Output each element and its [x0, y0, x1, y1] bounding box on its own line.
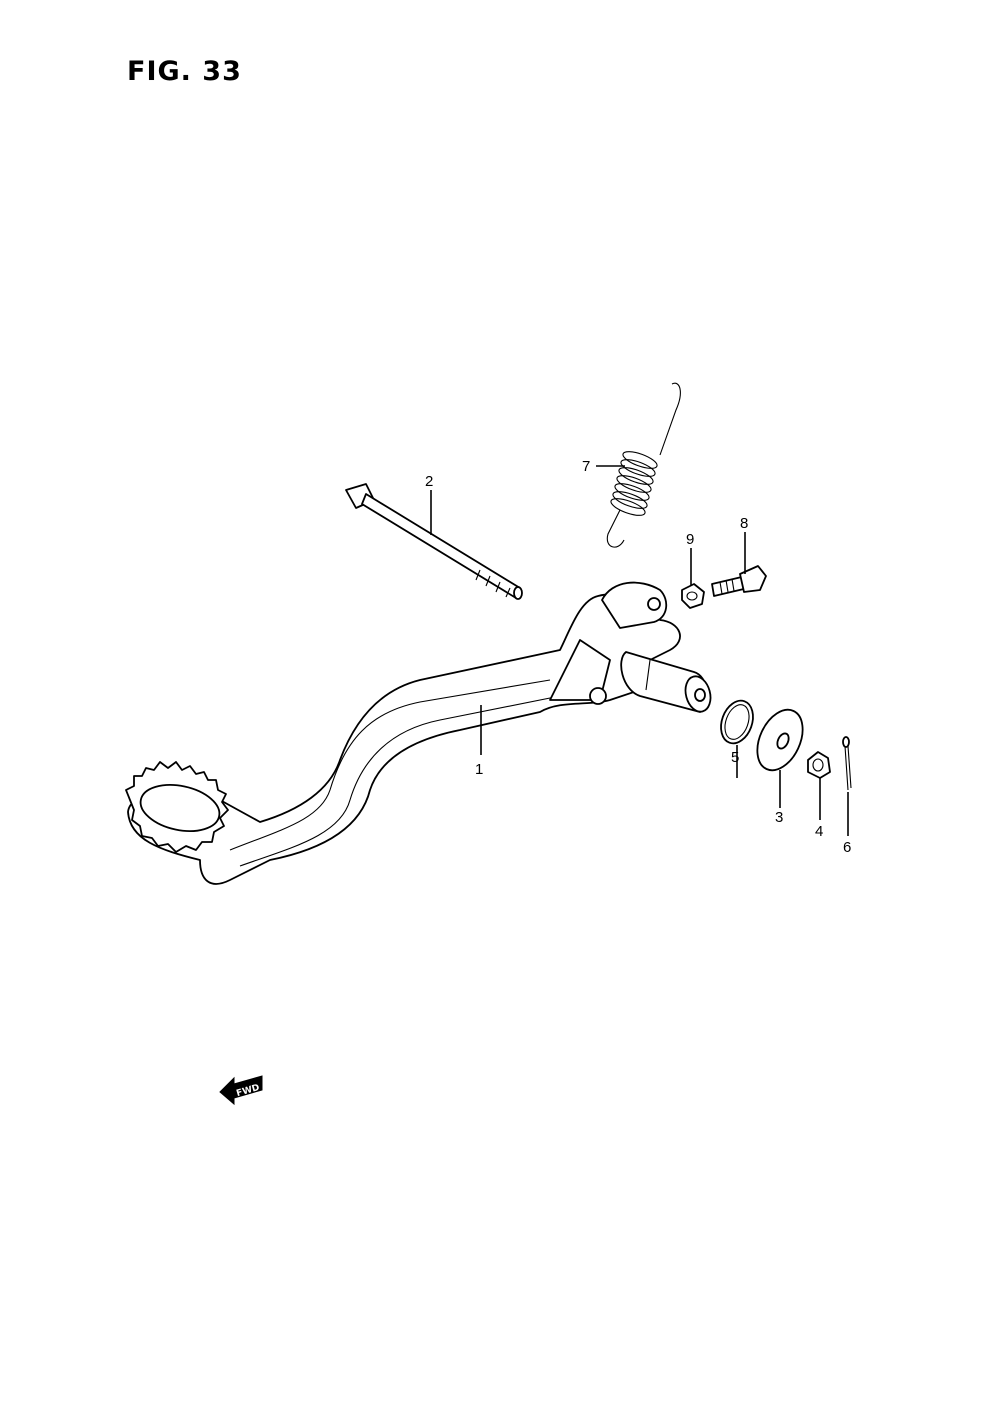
callout-3: 3 [775, 809, 783, 826]
nut-part-4 [807, 751, 831, 779]
nut-part-9 [681, 583, 705, 609]
figure-title: FIG. 33 [127, 56, 242, 87]
callout-9: 9 [686, 531, 694, 548]
fwd-arrow-icon: FWD [219, 1075, 263, 1106]
o-ring-part-5 [720, 699, 754, 745]
callout-6: 6 [843, 839, 851, 856]
leader-lines [430, 465, 849, 836]
bolt-part-2 [345, 483, 523, 600]
callout-4: 4 [815, 823, 823, 840]
callout-1: 1 [475, 761, 483, 778]
callout-8: 8 [740, 515, 748, 532]
callout-2: 2 [425, 473, 433, 490]
callout-7: 7 [582, 458, 590, 475]
callout-5: 5 [731, 749, 739, 766]
cotter-pin-part-6 [842, 736, 852, 791]
washer-part-3 [756, 708, 804, 772]
bolt-part-8 [711, 565, 767, 597]
spring-part-7 [606, 382, 681, 548]
brake-pedal-part-1 [125, 581, 712, 885]
callout-labels: 1 2 3 4 5 6 7 8 9 [425, 458, 851, 856]
